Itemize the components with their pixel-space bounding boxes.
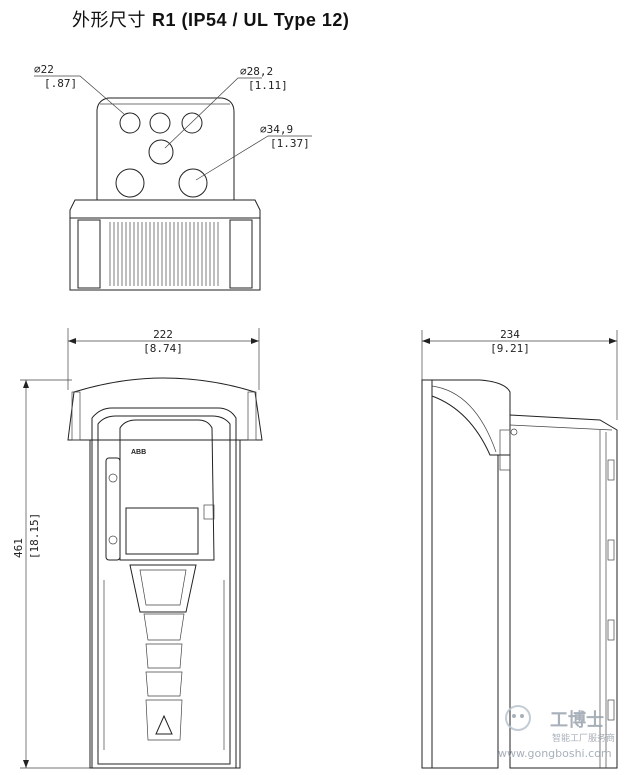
title-model: R1 (IP54 / UL Type 12) bbox=[152, 10, 350, 30]
depth-inch: [9.21] bbox=[490, 342, 530, 355]
abb-logo: ABB bbox=[131, 449, 146, 456]
top-view: ⌀22 [.87] ⌀28,2 [1.11] ⌀34,9 [1.37] bbox=[34, 63, 312, 291]
side-view: 234 [9.21] bbox=[421, 328, 618, 769]
front-view: 222 [8.74] 461 [18.15] ABB bbox=[12, 328, 263, 769]
depth-mm: 234 bbox=[500, 328, 520, 341]
watermark: 工博士 智能工厂服务商 www.gongboshi.com bbox=[498, 705, 615, 760]
height-mm: 461 bbox=[12, 538, 25, 558]
hole-a-mm: ⌀22 bbox=[34, 63, 54, 76]
width-inch: [8.74] bbox=[143, 342, 183, 355]
page-title: 外形尺寸 R1 (IP54 / UL Type 12) bbox=[72, 6, 349, 32]
watermark-url: www.gongboshi.com bbox=[498, 747, 612, 760]
hole-b-mm: ⌀28,2 bbox=[240, 65, 273, 78]
hole-a-inch: [.87] bbox=[44, 77, 77, 90]
cable-hole-22 bbox=[181, 112, 203, 134]
cable-hole-35 bbox=[115, 168, 145, 198]
hole-c-inch: [1.37] bbox=[270, 137, 310, 150]
cable-hole-22 bbox=[149, 112, 171, 134]
robot-logo-icon bbox=[505, 705, 531, 731]
width-mm: 222 bbox=[153, 328, 173, 341]
hole-b-inch: [1.11] bbox=[248, 79, 288, 92]
cable-hole-28 bbox=[148, 139, 174, 165]
cable-hole-22 bbox=[119, 112, 141, 134]
watermark-name: 工博士 bbox=[550, 709, 604, 731]
height-inch: [18.15] bbox=[28, 513, 41, 559]
title-prefix: 外形尺寸 bbox=[72, 10, 146, 31]
hole-c-mm: ⌀34,9 bbox=[260, 123, 293, 136]
watermark-tagline: 智能工厂服务商 bbox=[552, 732, 615, 744]
cable-hole-35 bbox=[178, 168, 208, 198]
